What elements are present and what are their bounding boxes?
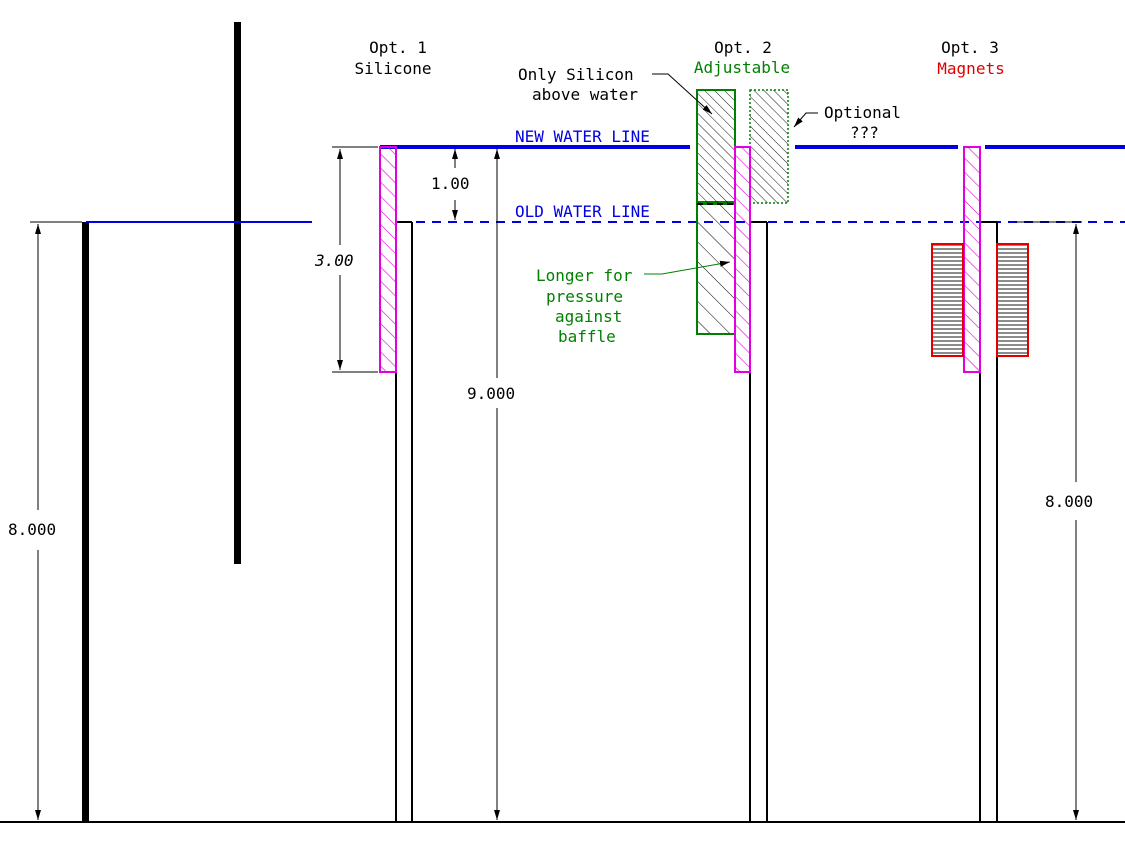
opt1-title: Opt. 1 bbox=[369, 38, 427, 57]
dim-mid-height: 9.000 bbox=[467, 384, 515, 403]
old-water-line-label: OLD WATER LINE bbox=[515, 202, 650, 221]
dim-sleeve-length: 3.00 bbox=[314, 251, 354, 270]
opt2-title: Opt. 2 bbox=[714, 38, 772, 57]
dim-left-height: 8.000 bbox=[8, 520, 56, 539]
left-baffle bbox=[234, 22, 241, 564]
note-optional-line1: Optional bbox=[824, 103, 901, 122]
opt3-magnet-right bbox=[996, 243, 1029, 357]
opt2-optional-block bbox=[749, 89, 789, 204]
dim-right-height: 8.000 bbox=[1045, 492, 1093, 511]
note-longer-line1: Longer for bbox=[536, 266, 633, 285]
note-longer-line4: baffle bbox=[558, 327, 616, 346]
new-water-line-label: NEW WATER LINE bbox=[515, 127, 650, 146]
opt2-subtitle: Adjustable bbox=[694, 58, 790, 77]
left-tank-wall bbox=[82, 222, 89, 822]
note-optional-line2: ??? bbox=[850, 123, 879, 142]
opt2-silicone-sleeve bbox=[734, 146, 751, 373]
dim-raise: 1.00 bbox=[431, 174, 470, 193]
note-longer-line2: pressure bbox=[546, 287, 623, 306]
note-only-silicon-line1: Only Silicon bbox=[518, 65, 634, 84]
note-only-silicon-line2: above water bbox=[532, 85, 638, 104]
opt1-subtitle: Silicone bbox=[354, 59, 431, 78]
opt3-magnet-left bbox=[931, 243, 964, 357]
note-only-silicon-leader bbox=[652, 73, 713, 115]
note-longer-leader bbox=[644, 260, 731, 275]
note-optional-leader bbox=[793, 112, 818, 128]
opt2-block-lower bbox=[696, 201, 736, 335]
opt3-title: Opt. 3 bbox=[941, 38, 999, 57]
note-longer-line3: against bbox=[555, 307, 622, 326]
opt2-block-upper bbox=[696, 89, 736, 205]
opt3-subtitle: Magnets bbox=[937, 59, 1004, 78]
opt1-silicone-sleeve bbox=[379, 146, 397, 373]
opt3-silicone-sleeve bbox=[963, 146, 981, 373]
